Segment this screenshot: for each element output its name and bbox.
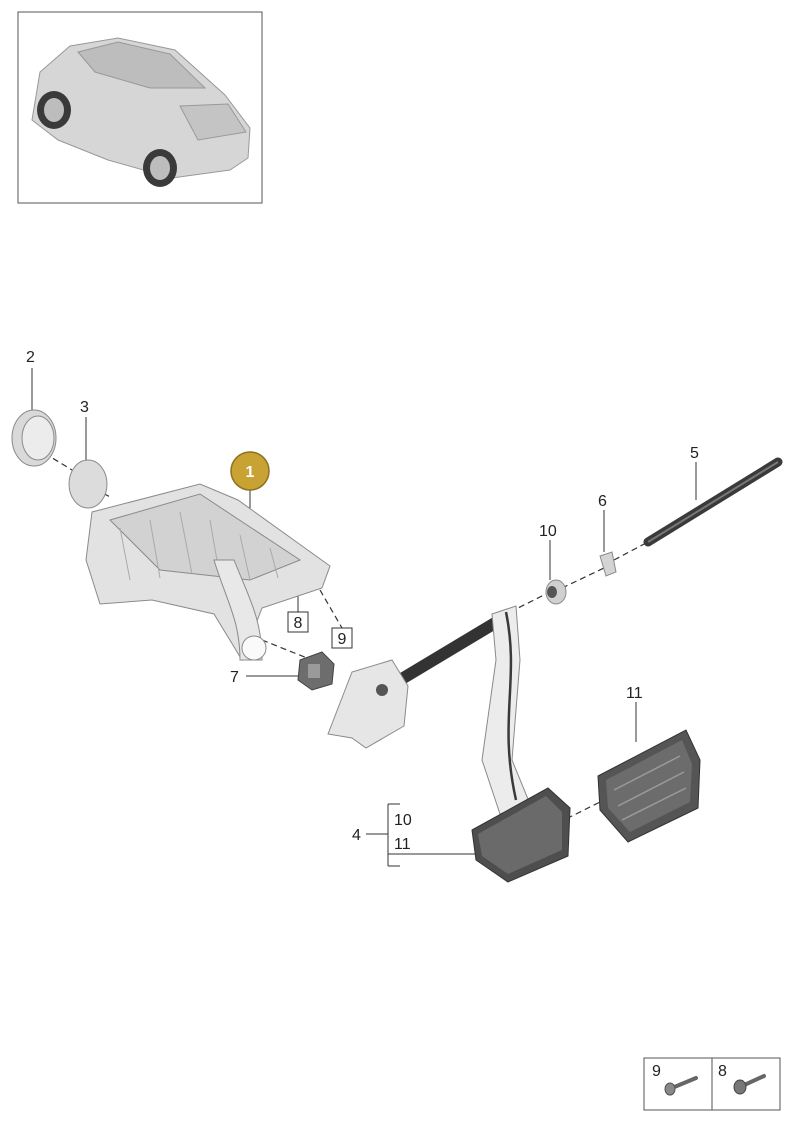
callout-8: 8 xyxy=(294,615,303,632)
callout-5: 5 xyxy=(690,445,699,462)
callout-11: 11 xyxy=(626,685,643,702)
callout-3: 3 xyxy=(80,399,89,416)
part-rod xyxy=(643,457,783,547)
callout-labels: 2 3 1 8 9 7 10 6 5 11 4 10 11 xyxy=(26,349,699,853)
part-pedal-pad xyxy=(597,729,701,843)
legend-label-9: 9 xyxy=(652,1063,661,1080)
part-pedal-bracket xyxy=(85,483,331,662)
car-illustration xyxy=(31,37,251,187)
callout-4: 4 xyxy=(352,827,361,844)
part-plug xyxy=(68,459,108,509)
legend-label-8: 8 xyxy=(718,1063,727,1080)
callout-9-box: 9 xyxy=(331,627,353,649)
callout-1-badge[interactable]: 1 xyxy=(230,451,270,491)
screw-icon xyxy=(733,1074,766,1095)
fastener-legend: 9 8 xyxy=(643,1057,781,1111)
callout-6: 6 xyxy=(598,493,607,510)
bolt-icon xyxy=(664,1076,698,1096)
callout-1: 1 xyxy=(246,464,255,481)
callout-2: 2 xyxy=(26,349,35,366)
part-cap xyxy=(11,409,57,467)
part-sensor xyxy=(297,651,335,691)
part-clip xyxy=(599,551,617,577)
callout-10: 10 xyxy=(539,523,557,540)
callout-4-sub-11: 11 xyxy=(394,836,411,853)
callout-8-box: 8 xyxy=(287,611,309,633)
leader-lines xyxy=(31,368,697,867)
vehicle-thumbnail xyxy=(17,11,263,204)
part-brake-pedal xyxy=(327,605,571,883)
callout-9: 9 xyxy=(338,631,347,648)
callout-4-sub-10: 10 xyxy=(394,812,412,829)
callout-7: 7 xyxy=(230,669,239,686)
part-bushing xyxy=(545,579,567,605)
